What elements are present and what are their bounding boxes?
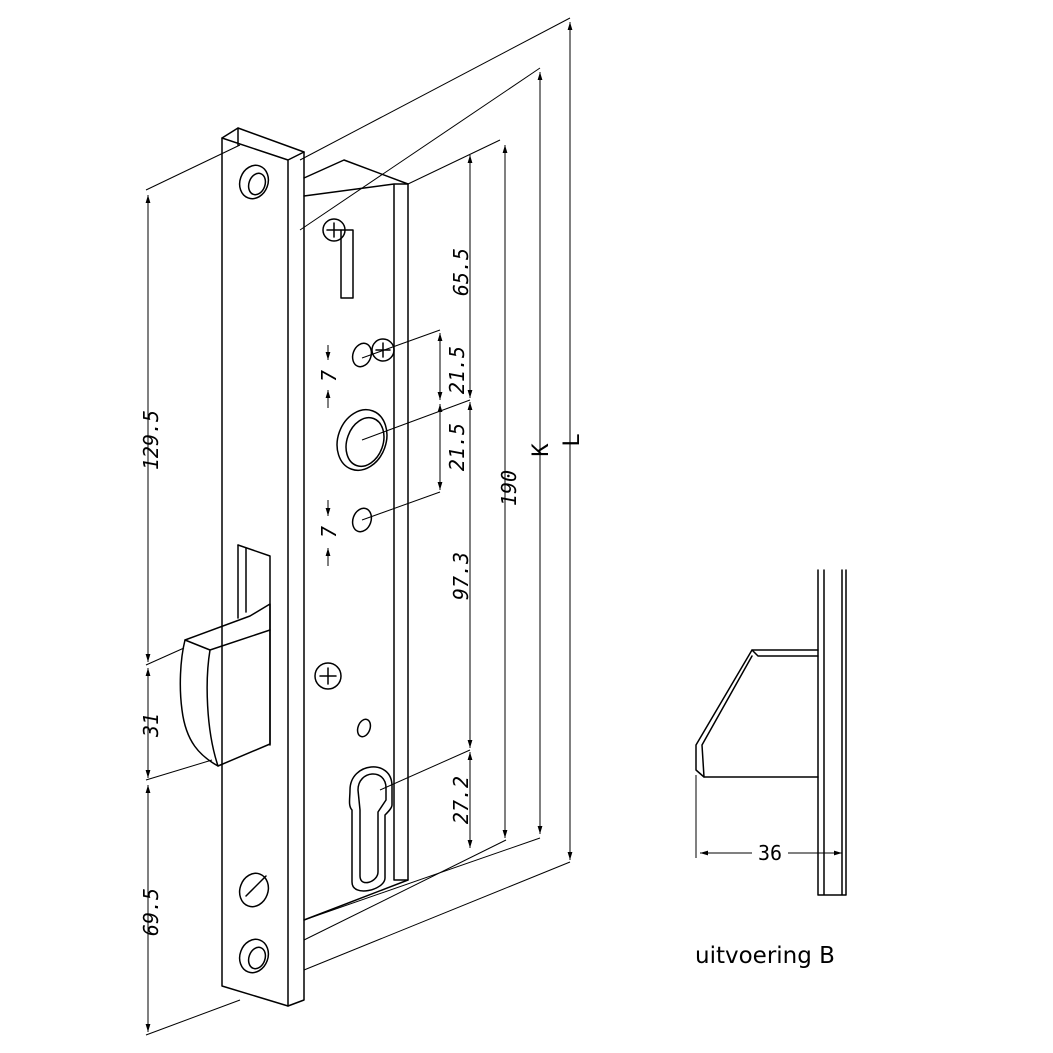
cylinder-cutout (348, 766, 393, 892)
dimension-lines-right (299, 17, 573, 971)
dimension-31: 31 (139, 713, 163, 738)
hole-upper (351, 342, 373, 368)
dimension-27-2: 27.2 (449, 776, 473, 824)
dimension-L: L (560, 433, 585, 446)
dimension-36: 36 (758, 841, 782, 865)
dimension-lines-left (145, 144, 241, 1036)
faceplate-hole-top (238, 164, 270, 200)
latch-slot (340, 229, 354, 299)
faceplate-hole-bottom (238, 938, 270, 974)
dimension-69-5: 69.5 (139, 888, 163, 936)
dimension-65-5: 65.5 (449, 248, 473, 296)
dimension-7-upper: 7 (317, 370, 341, 382)
hole-lower (351, 507, 373, 533)
screw-icon-top (322, 218, 346, 242)
hook-bolt (179, 544, 271, 767)
hole-small (356, 718, 372, 738)
dimension-129-5: 129.5 (139, 410, 163, 470)
faceplate (221, 127, 305, 1007)
faceplate-hole-middle (238, 872, 270, 908)
dimension-21-5-upper: 21.5 (445, 346, 469, 394)
dimension-K: K (529, 443, 554, 457)
follower-hole (336, 408, 388, 472)
dimension-21-5-lower: 21.5 (445, 423, 469, 471)
screw-icon-lower (314, 662, 342, 690)
dimension-36-bg (752, 842, 788, 864)
caption: uitvoering B (695, 943, 835, 969)
dimension-97-3: 97.3 (449, 552, 473, 600)
dimension-190: 190 (497, 470, 521, 506)
dimension-7-lower: 7 (317, 526, 341, 538)
